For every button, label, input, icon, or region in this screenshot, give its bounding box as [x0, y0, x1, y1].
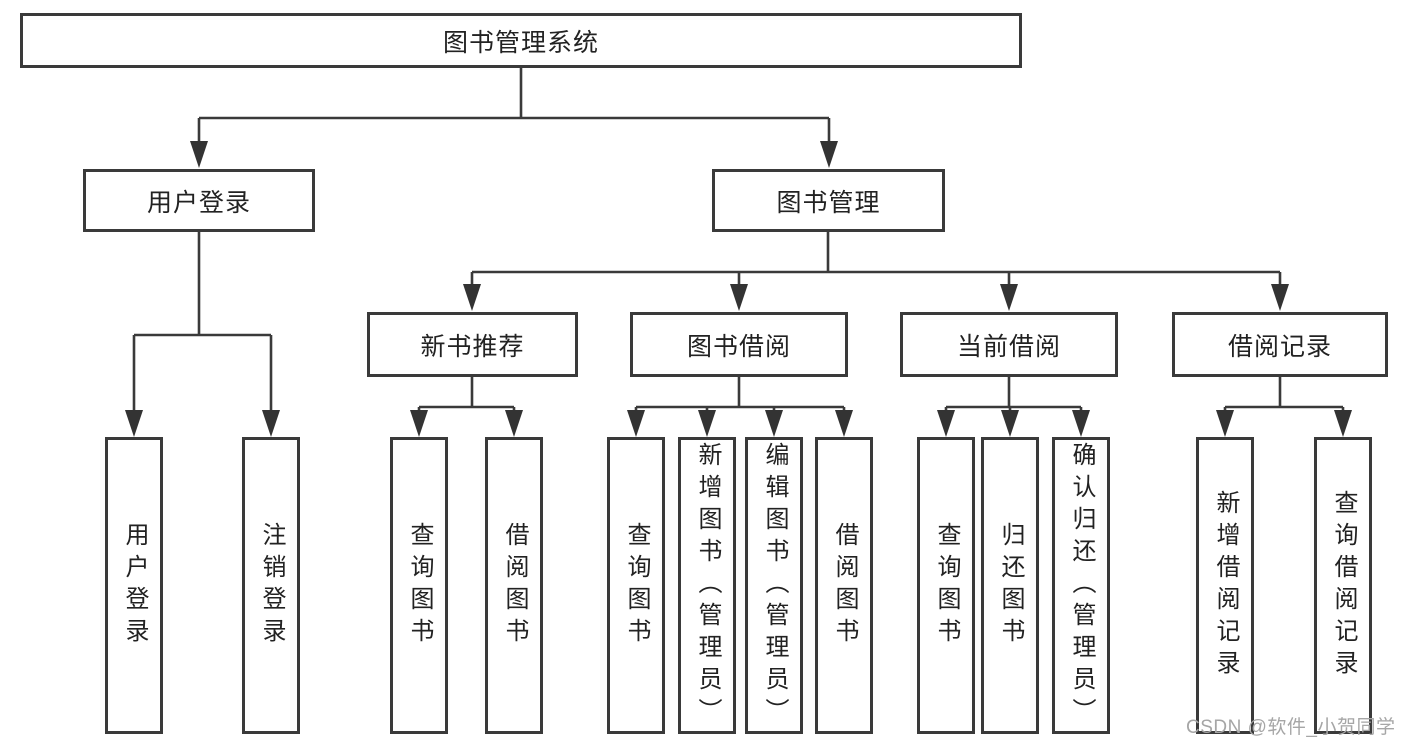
leaf-borrow-edit-books-admin-label: 编辑图书（管理员） — [761, 441, 788, 730]
leaf-current-query-books-label: 查询图书 — [933, 521, 960, 650]
leaf-records-add-record-label: 新增借阅记录 — [1212, 489, 1239, 682]
leaf-borrow-query-books: 查询图书 — [607, 437, 665, 734]
csdn-watermark: CSDN @软件_小贺同学 — [1186, 717, 1396, 738]
leaf-user-login-label: 用户登录 — [121, 521, 148, 650]
leaf-records-query-record-label: 查询借阅记录 — [1330, 489, 1357, 682]
leaf-records-add-record: 新增借阅记录 — [1196, 437, 1254, 734]
node-book-borrowing: 图书借阅 — [630, 312, 848, 377]
node-book-management: 图书管理 — [712, 169, 945, 232]
leaf-logout-label: 注销登录 — [258, 521, 285, 650]
leaf-borrow-borrow-books: 借阅图书 — [815, 437, 873, 734]
arrowheads — [125, 141, 1352, 437]
leaf-current-return-books-label: 归还图书 — [997, 521, 1024, 650]
node-user-login-label: 用户登录 — [146, 188, 251, 217]
node-new-book-recommend: 新书推荐 — [367, 312, 578, 377]
leaf-borrow-edit-books-admin: 编辑图书（管理员） — [745, 437, 803, 734]
node-borrowing-records: 借阅记录 — [1172, 312, 1388, 377]
leaf-user-login: 用户登录 — [105, 437, 163, 734]
node-current-borrowing-label: 当前借阅 — [956, 332, 1061, 361]
node-borrowing-records-label: 借阅记录 — [1227, 332, 1332, 361]
leaf-borrow-borrow-books-label: 借阅图书 — [831, 521, 858, 650]
leaf-rec-query-books: 查询图书 — [390, 437, 448, 734]
leaf-rec-borrow-books: 借阅图书 — [485, 437, 543, 734]
leaf-current-return-books: 归还图书 — [981, 437, 1039, 734]
leaf-borrow-add-books-admin-label: 新增图书（管理员） — [694, 441, 721, 730]
node-root-system-label: 图书管理系统 — [442, 28, 599, 57]
node-book-borrowing-label: 图书借阅 — [686, 332, 791, 361]
leaf-borrow-query-books-label: 查询图书 — [623, 521, 650, 650]
leaf-borrow-add-books-admin: 新增图书（管理员） — [678, 437, 736, 734]
leaf-current-query-books: 查询图书 — [917, 437, 975, 734]
leaf-rec-query-books-label: 查询图书 — [406, 521, 433, 650]
node-root-system: 图书管理系统 — [20, 13, 1022, 68]
leaf-rec-borrow-books-label: 借阅图书 — [501, 521, 528, 650]
leaf-current-confirm-return-admin: 确认归还（管理员） — [1052, 437, 1110, 734]
node-book-management-label: 图书管理 — [776, 188, 881, 217]
node-new-book-recommend-label: 新书推荐 — [420, 332, 525, 361]
node-current-borrowing: 当前借阅 — [900, 312, 1118, 377]
leaf-records-query-record: 查询借阅记录 — [1314, 437, 1372, 734]
node-user-login: 用户登录 — [83, 169, 315, 232]
leaf-current-confirm-return-admin-label: 确认归还（管理员） — [1068, 441, 1095, 730]
leaf-logout: 注销登录 — [242, 437, 300, 734]
